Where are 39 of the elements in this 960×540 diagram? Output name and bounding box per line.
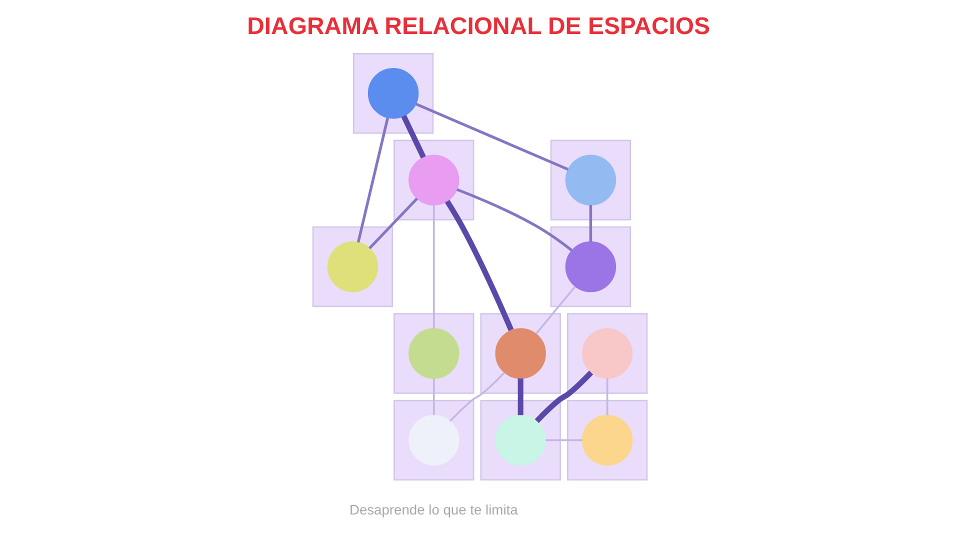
node-circle — [408, 414, 460, 466]
node-circle — [582, 414, 633, 466]
connector — [401, 114, 426, 159]
connector — [356, 117, 390, 243]
node-circle — [327, 241, 378, 292]
connector — [432, 205, 435, 328]
cluster — [480, 313, 561, 394]
diagram-title: DIAGRAMA RELACIONAL DE ESPACIOS — [247, 13, 710, 40]
cluster — [352, 52, 434, 134]
connector — [432, 378, 435, 416]
connector — [589, 205, 592, 242]
cluster — [550, 226, 632, 308]
cluster — [312, 226, 394, 308]
cluster — [394, 313, 474, 394]
connector — [415, 102, 569, 171]
node-circle — [408, 154, 460, 206]
connector — [546, 439, 582, 442]
connector — [449, 372, 506, 422]
label: Desaprende lo que te limita — [349, 501, 518, 518]
connector — [518, 378, 524, 416]
connector — [606, 378, 608, 416]
node-circle — [495, 328, 546, 379]
cluster — [566, 400, 648, 481]
node-circle — [565, 154, 616, 206]
connector — [368, 198, 418, 250]
cluster — [566, 313, 648, 394]
node-circle — [495, 414, 546, 466]
connector — [444, 200, 514, 332]
cluster — [480, 400, 561, 481]
node-circle — [368, 68, 419, 119]
cluster — [550, 140, 632, 220]
node-circle — [565, 241, 616, 292]
cluster — [394, 400, 474, 481]
node-circle — [408, 328, 460, 379]
connector — [456, 188, 573, 252]
node-circle — [582, 328, 633, 379]
cluster — [394, 140, 474, 220]
connector — [534, 370, 594, 424]
connector — [535, 286, 576, 334]
